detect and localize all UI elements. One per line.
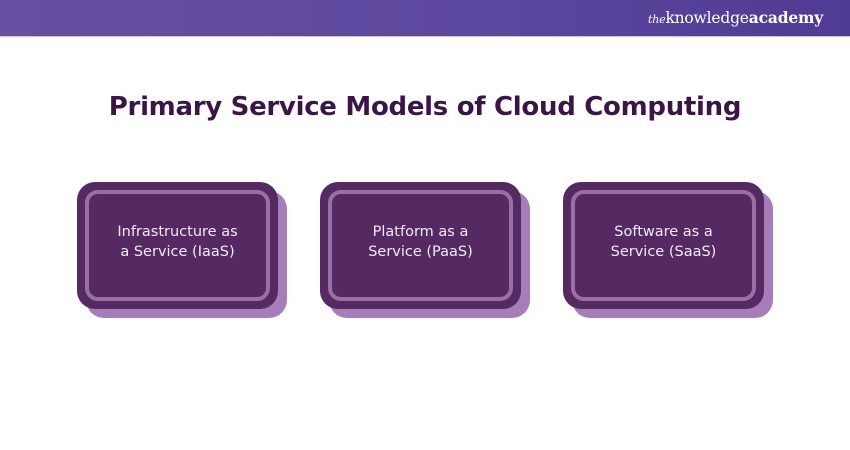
card-label-line2: a Service (IaaS) <box>120 244 235 260</box>
card-label-line1: Software as a <box>614 224 713 240</box>
card-label-line1: Infrastructure as <box>117 224 238 240</box>
card-inner-border <box>328 190 513 301</box>
card-label-line2: Service (PaaS) <box>368 244 473 260</box>
card-inner-border <box>85 190 270 301</box>
header-divider <box>0 36 850 37</box>
service-model-card-iaas: Infrastructure as a Service (IaaS) <box>77 182 287 318</box>
service-model-card-saas: Software as a Service (SaaS) <box>563 182 773 318</box>
card-label-line1: Platform as a <box>372 224 469 240</box>
card-label: Infrastructure as a Service (IaaS) <box>77 222 278 262</box>
logo-prefix: the <box>648 13 666 26</box>
page-title: Primary Service Models of Cloud Computin… <box>108 92 742 122</box>
card-label: Platform as a Service (PaaS) <box>320 222 521 262</box>
brand-logo[interactable]: theknowledgeacademy <box>648 8 823 27</box>
card-label: Software as a Service (SaaS) <box>563 222 764 262</box>
header-bar: theknowledgeacademy <box>0 0 850 36</box>
card-label-line2: Service (SaaS) <box>610 244 717 260</box>
card-inner-border <box>571 190 756 301</box>
logo-part1: knowledge <box>665 9 749 27</box>
service-model-card-paas: Platform as a Service (PaaS) <box>320 182 530 318</box>
logo-part2: academy <box>748 8 823 27</box>
